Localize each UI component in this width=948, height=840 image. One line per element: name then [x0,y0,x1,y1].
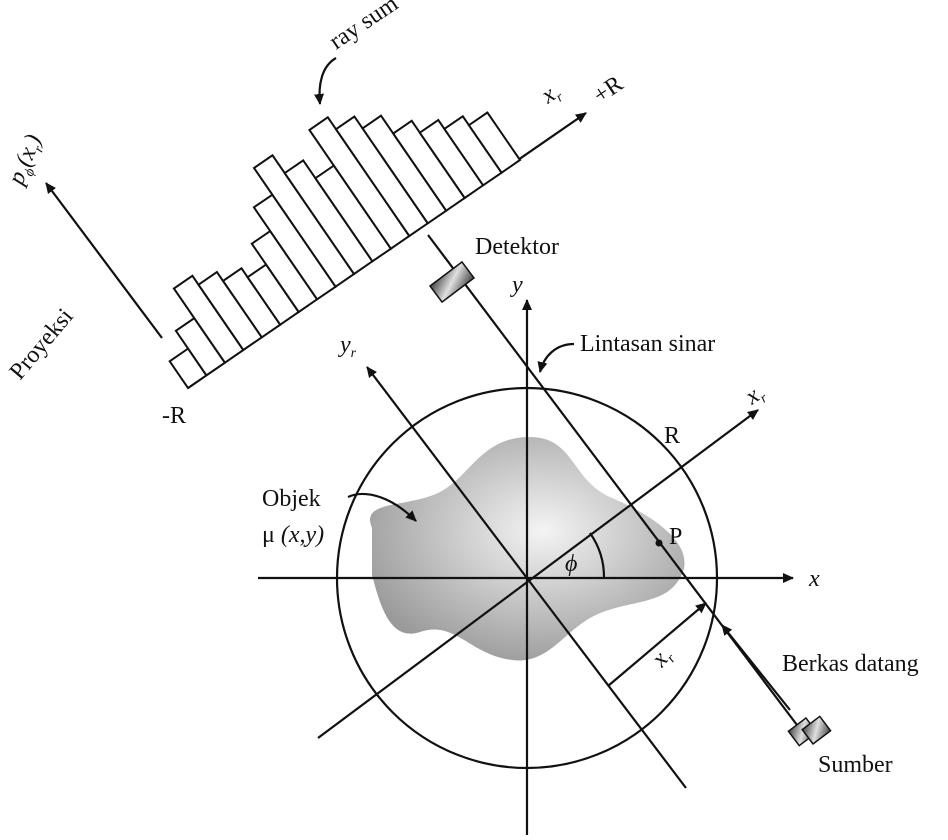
xr-axis-line [317,409,759,739]
mu-label: μ(x,y) [262,522,324,548]
sumber-label: Sumber [818,752,893,778]
projection-bar [172,274,245,365]
projection-value-axis [45,182,163,339]
projection-bar [334,115,430,238]
y-axis-label: y [510,272,523,298]
minus-r-label: -R [162,403,186,429]
mu-symbol: μ [262,522,275,548]
phi-arc [589,532,606,579]
yr-axis-line [366,366,687,789]
lintasan-arrow [537,342,575,373]
objek-arrow [347,492,417,522]
point-p-dot [655,539,663,547]
incoming-beam-arrow [721,624,791,711]
source-device [787,715,832,747]
projection-bar [252,153,356,289]
projection-bar [308,115,411,251]
projection-bars [168,111,522,390]
berkas-label: Berkas datang [782,651,919,677]
x-axis-label: x [808,566,820,592]
detector-device [428,260,476,304]
xr-axis-label: xr [740,379,771,413]
detektor-label: Detektor [475,234,559,260]
ray-sum-arrow [314,57,337,105]
objek-label: Objek [262,486,321,512]
mu-args: (x,y) [281,522,324,548]
ray-sum-label: ray sum [325,0,403,55]
circle-r-label: R [664,423,680,449]
proyeksi-label: Proyeksi [5,304,79,385]
xr-distance-label: xr [646,642,680,674]
yr-y: y [338,332,351,358]
point-p-label: P [669,524,682,550]
projection-plot [45,111,587,390]
projection-bar [391,119,467,213]
projection-bar [197,270,264,352]
projection-function-label: pϕ(xr) [3,131,51,192]
projection-bar [221,266,282,339]
phi-label: ϕ [565,551,577,577]
projection-bar [361,114,448,225]
plus-r-label: +R [589,71,628,109]
yr-axis-label: yr [338,332,357,361]
projection-bar [418,118,485,200]
projection-axis-label: xr [536,78,567,112]
pf-r: r [32,143,48,154]
lintasan-label: Lintasan sinar [580,331,715,357]
projection-bar [443,114,503,187]
yr-sub: r [351,346,357,361]
projection-bar [283,159,374,276]
projection-bar [467,111,522,175]
xr-distance-line [607,602,707,687]
